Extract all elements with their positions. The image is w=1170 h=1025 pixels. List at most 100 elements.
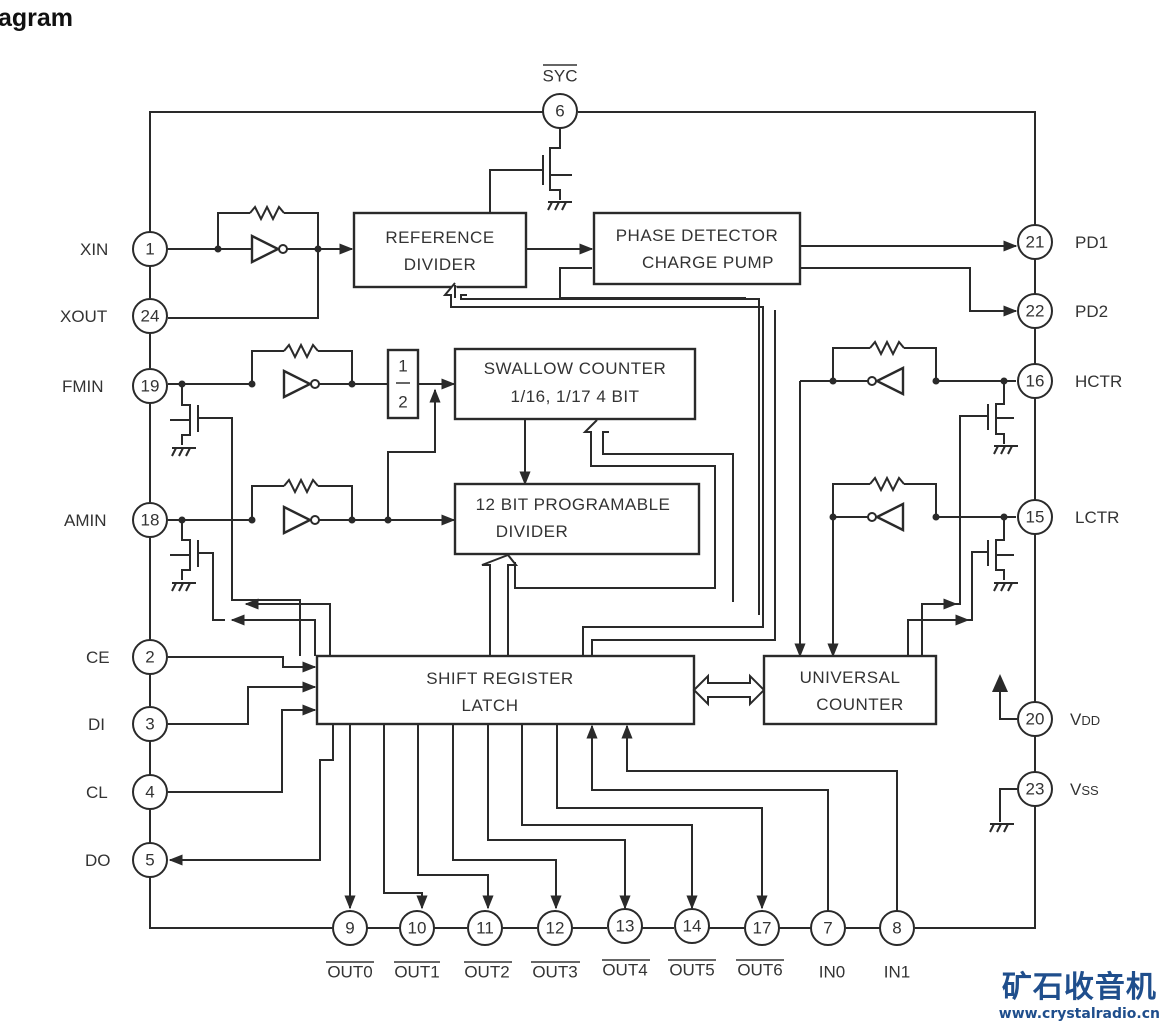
universal-counter-block: UNIVERSAL COUNTER [762,654,938,726]
pin-ring-wires [149,111,1036,929]
pin-label-amin: AMIN [64,511,107,530]
pin-label-fmin: FMIN [62,377,104,396]
watermark-url: www.crystalradio.cn [998,1006,1160,1022]
pin-number: 6 [555,102,564,121]
phase-detector-line1: PHASE DETECTOR [616,226,779,245]
pin-label-out3: OUT3 [532,963,577,982]
universal-counter-line2: COUNTER [816,695,904,714]
pin-number: 16 [1026,372,1045,391]
pin-20-vdd: 20 VDD [1017,701,1100,737]
hctr-amplifier [794,339,1018,658]
pin-label-hctr: HCTR [1075,372,1122,391]
pin-number: DD [1081,713,1100,728]
prescaler-num: 1 [398,357,407,376]
ground-icon [993,582,1018,592]
pin-label-out4: OUT4 [602,961,647,980]
watermark-title: 矿石收音机 [1001,970,1157,1005]
pin-number: 13 [616,917,635,936]
ground-icon [171,582,196,592]
pin-number: V [1070,710,1082,729]
pin-number: 22 [1026,302,1045,321]
pin-1-xin: 1 XIN [80,231,168,267]
pin-number: 9 [345,919,354,938]
pin-7-in0: 7 IN0 [810,910,846,982]
vdd-arrow-icon [992,674,1008,692]
pin-label-syc: SYC [543,67,578,86]
prescaler-den: 2 [398,393,407,412]
pin-13-out4: 13 OUT4 [602,908,650,980]
pin-number: 4 [145,783,154,802]
bidirectional-bus [692,673,766,707]
pin-number: SS [1081,783,1099,798]
pin-number: V [1070,780,1082,799]
swallow-counter-block: SWALLOW COUNTER 1/16, 1/17 4 BIT [453,347,697,421]
pin-14-out5: 14 OUT5 [668,908,716,980]
pin-number: 5 [145,851,154,870]
pin-12-out3: 12 OUT3 [531,910,580,982]
programmable-divider-block: 12 BIT PROGRAMABLE DIVIDER [453,482,701,556]
pin-24-xout: 24 XOUT [60,298,168,334]
pin-label-out1: OUT1 [394,963,439,982]
programmable-divider-line2: DIVIDER [496,522,568,541]
watermark-logo: 矿石收音机 www.crystalradio.cn [999,971,1160,1023]
pin-label-in0: IN0 [819,963,845,982]
pin-number: 20 [1026,710,1045,729]
ground-icon [989,823,1014,833]
pin-8-in1: 8 IN1 [879,910,915,982]
pin-label-lctr: LCTR [1075,508,1119,527]
pin-number: 19 [141,377,160,396]
pin-label-out2: OUT2 [464,963,509,982]
pin-number: 17 [753,919,772,938]
pin-23-vss: 23 VSS [1017,771,1099,807]
pin-number: 18 [141,511,160,530]
pin-label-xout: XOUT [60,307,107,326]
ground-icon [547,201,572,211]
pin-3-di: 3 DI [88,706,168,742]
pin-number: 14 [683,917,702,936]
pin-number: 23 [1026,780,1045,799]
pin-6-syc: 6 SYC [542,64,578,129]
swallow-counter-line1: SWALLOW COUNTER [484,359,667,378]
reference-divider-line1: REFERENCE [385,228,494,247]
pin-number: 1 [145,240,154,259]
pin-number: 15 [1026,508,1045,527]
amin-amplifier [168,477,456,621]
pin-10-out1: 10 OUT1 [394,910,440,982]
programmable-divider-line1: 12 BIT PROGRAMABLE [476,495,671,514]
pin-11-out2: 11 OUT2 [464,910,512,982]
pin-number: 3 [145,715,154,734]
pin-label-in1: IN1 [884,963,910,982]
shift-register-line2: LATCH [462,696,519,715]
pin-label-vdd: VDD [1070,710,1100,729]
vss-ground [989,788,1017,833]
diagram-heading: agram [0,4,74,32]
ground-icon [171,447,196,457]
pin-label-di: DI [88,715,105,734]
pin-number: 21 [1026,233,1045,252]
universal-counter-line1: UNIVERSAL [800,668,901,687]
pin-4-cl: 4 CL [86,774,168,810]
pin-label-pd2: PD2 [1075,302,1108,321]
pin-number: 2 [145,648,154,667]
pin-18-amin: 18 AMIN [64,502,168,538]
pin-number: 10 [408,919,427,938]
lctr-amplifier [827,475,1018,658]
syc-transistor [489,128,572,213]
pin-number: 7 [823,919,832,938]
pin-label-ce: CE [86,648,110,667]
pin-number: 24 [141,307,160,326]
pin-21-pd1: 21 PD1 [1017,224,1108,260]
pin-label-out6: OUT6 [737,961,782,980]
pin-17-out6: 17 OUT6 [736,910,784,980]
shift-register-block: SHIFT REGISTER LATCH [315,654,696,726]
pin-label-xin: XIN [80,240,108,259]
pin-number: 11 [476,919,494,938]
xtal-oscillator [168,204,354,319]
pin-label-out0: OUT0 [327,963,372,982]
fmin-amplifier [168,342,388,656]
pin-22-pd2: 22 PD2 [1017,293,1108,329]
pin-number: 8 [892,919,901,938]
phase-detector-block: PHASE DETECTOR CHARGE PUMP [592,211,802,286]
vdd-supply [992,674,1017,720]
